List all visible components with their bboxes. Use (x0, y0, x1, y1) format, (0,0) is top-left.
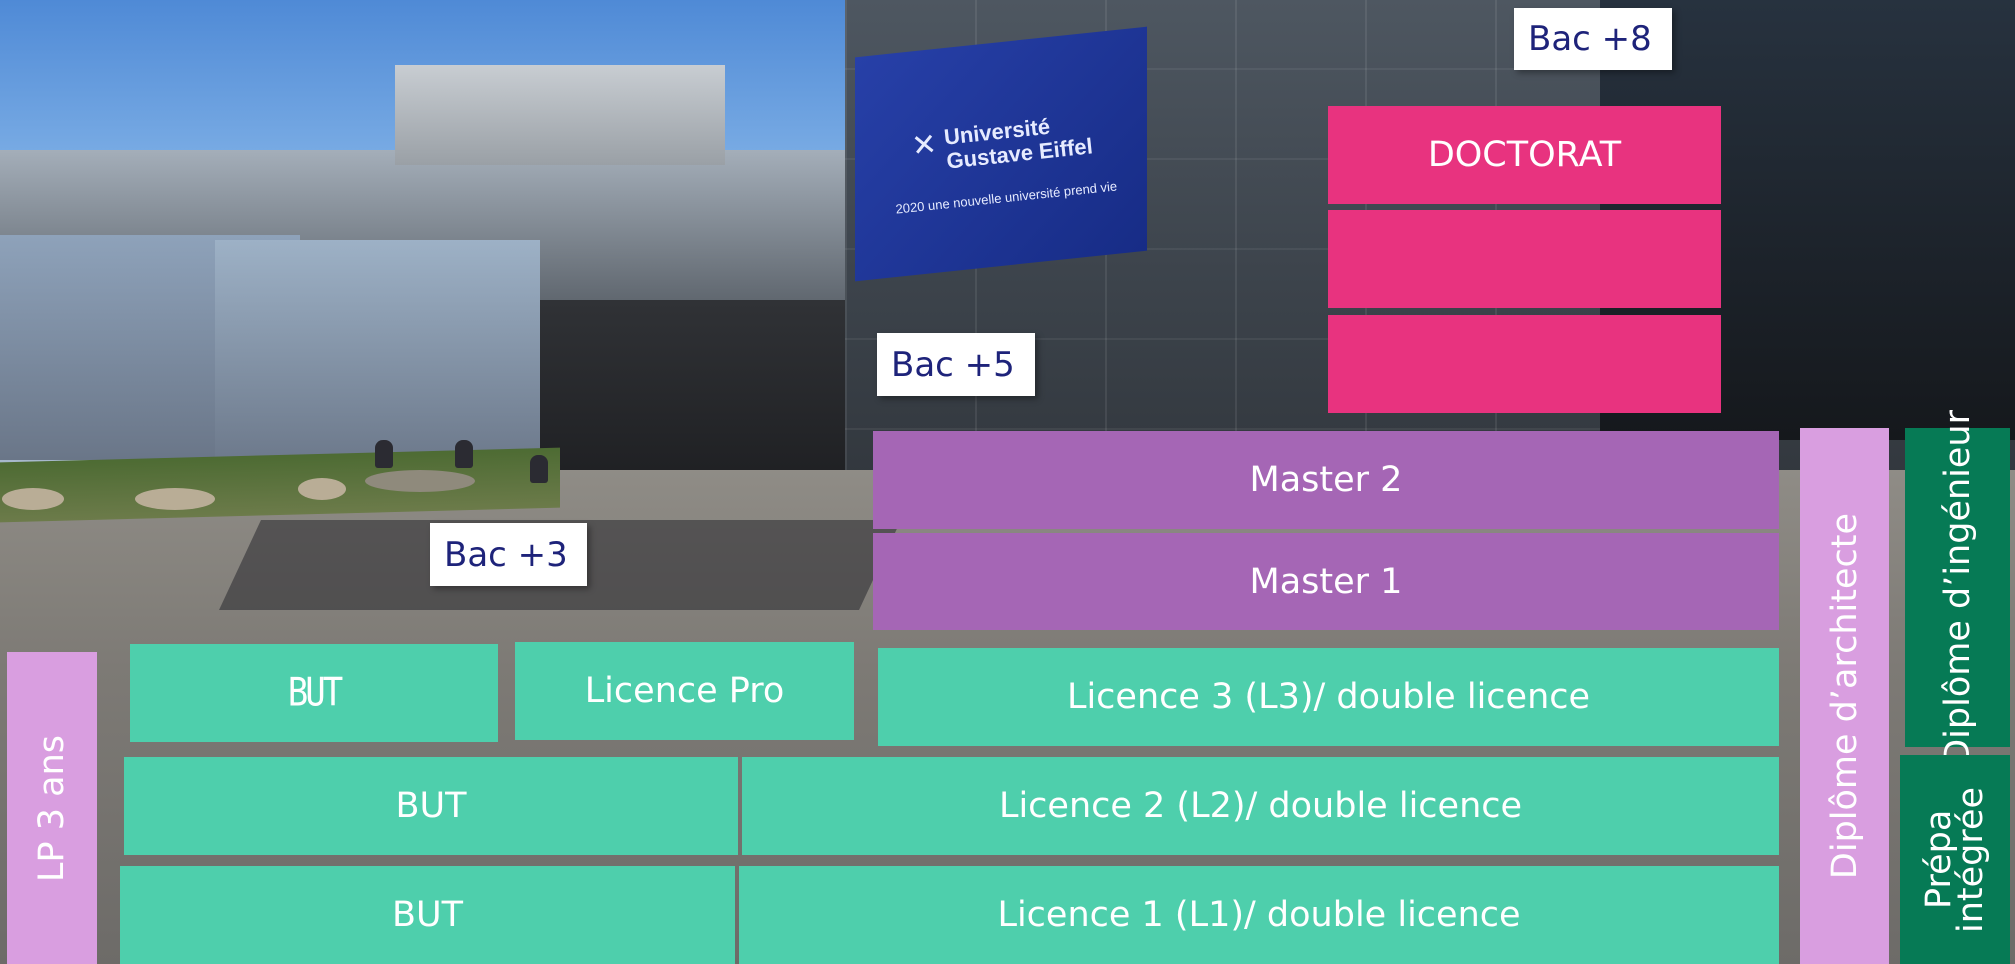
but-year-1-label: BUT (391, 895, 463, 935)
building-entrance (540, 300, 860, 480)
but-year-3-block: BUT (130, 644, 498, 742)
person (375, 440, 393, 468)
master-1-block: Master 1 (873, 533, 1779, 630)
master-2-block: Master 2 (873, 431, 1779, 529)
licence-1-block: Licence 1 (L1)/ double licence (739, 866, 1779, 964)
doctorat-year-3-block (1328, 315, 1721, 413)
prepa-integree-label: Prépa intégrée (1919, 755, 1991, 964)
person (530, 455, 548, 483)
diplome-architecte-block: Diplôme d’architecte (1800, 428, 1889, 964)
licence-pro-label: Licence Pro (584, 671, 785, 711)
diplome-ingenieur-block: Diplôme d’ingénieur (1905, 410, 2010, 765)
rock (298, 478, 346, 500)
level-bac-5: Bac +5 (877, 333, 1035, 396)
doctorat-label: DOCTORAT (1427, 135, 1622, 175)
building-glass-wing-center (215, 240, 540, 470)
lp-3-ans-block: LP 3 ans (7, 652, 97, 964)
lp-3-ans-label: LP 3 ans (32, 734, 72, 882)
person (455, 440, 473, 468)
licence-1-label: Licence 1 (L1)/ double licence (997, 895, 1521, 935)
level-bac-3-label: Bac +3 (444, 534, 568, 575)
licence-pro-block: Licence Pro (515, 642, 854, 740)
but-year-3-label: BUT (287, 670, 343, 716)
doctorat-year-2-block (1328, 210, 1721, 308)
master-1-label: Master 1 (1249, 561, 1403, 602)
licence-3-block: Licence 3 (L3)/ double licence (878, 648, 1779, 746)
prepa-integree-block: Prépa intégrée (1900, 755, 2010, 964)
diplome-architecte-label: Diplôme d’architecte (1824, 512, 1865, 880)
level-bac-8: Bac +8 (1514, 8, 1672, 70)
licence-2-block: Licence 2 (L2)/ double licence (742, 757, 1779, 855)
building-rooftop (395, 65, 725, 165)
but-year-2-label: BUT (395, 786, 467, 826)
doctorat-block: DOCTORAT (1328, 106, 1721, 204)
level-bac-3: Bac +3 (430, 523, 587, 586)
level-bac-5-label: Bac +5 (891, 344, 1015, 385)
but-year-1-block: BUT (120, 866, 735, 964)
prepa-line-2: intégrée (1951, 786, 1991, 933)
master-2-label: Master 2 (1249, 460, 1403, 500)
rock (365, 470, 475, 492)
university-logo-icon: ✕ (909, 126, 939, 165)
level-bac-8-label: Bac +8 (1528, 19, 1652, 59)
licence-3-label: Licence 3 (L3)/ double licence (1066, 677, 1591, 717)
diplome-ingenieur-label: Diplôme d’ingénieur (1937, 409, 1978, 766)
rock (135, 488, 215, 510)
licence-2-label: Licence 2 (L2)/ double licence (998, 786, 1523, 826)
rock (2, 488, 64, 510)
but-year-2-block: BUT (124, 757, 738, 855)
